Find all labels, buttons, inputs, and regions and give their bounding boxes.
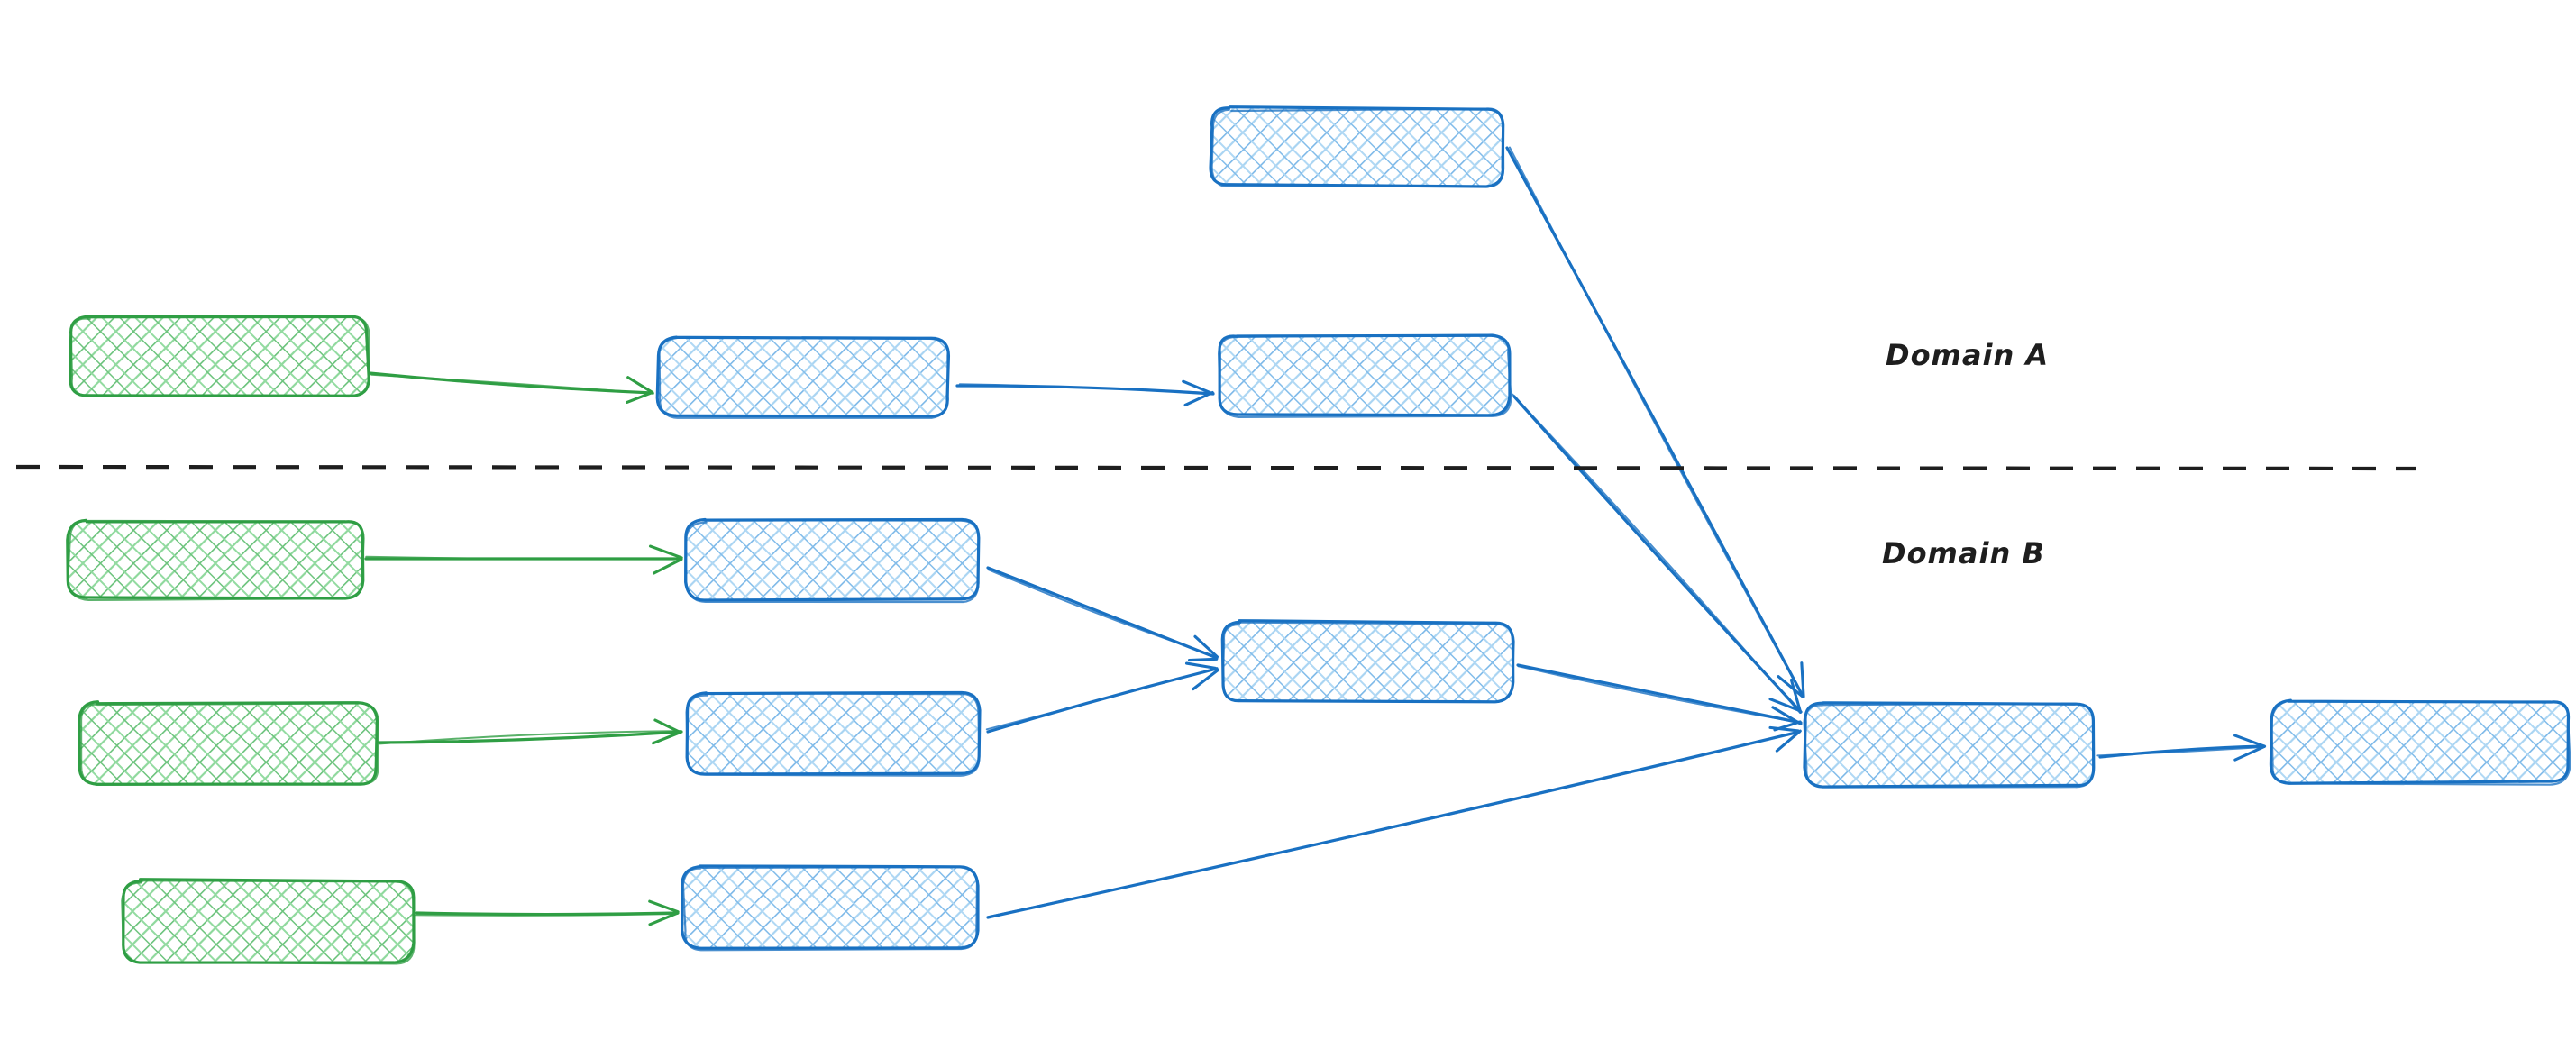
blue-node-box[interactable] xyxy=(1218,333,1512,418)
green-node-box[interactable] xyxy=(77,700,379,787)
connector-arrow[interactable] xyxy=(1512,393,1803,714)
connector-arrow[interactable] xyxy=(985,661,1220,734)
blue-node-box[interactable] xyxy=(685,690,982,777)
edges-layer xyxy=(364,146,2267,926)
connector-arrow[interactable] xyxy=(364,544,683,575)
blue-node-box[interactable] xyxy=(681,864,980,952)
connector-arrow[interactable] xyxy=(1505,146,1805,698)
connector-arrow[interactable] xyxy=(2096,734,2267,762)
blue-node-box[interactable] xyxy=(1803,701,2096,789)
connector-arrow[interactable] xyxy=(1516,663,1803,732)
blue-node-box[interactable] xyxy=(655,335,951,419)
domain-a-label: Domain A xyxy=(1886,338,2050,372)
domain-b-label: Domain B xyxy=(1882,536,2045,570)
connector-arrow[interactable] xyxy=(377,718,683,745)
blue-node-box[interactable] xyxy=(1209,105,1505,188)
connector-arrow[interactable] xyxy=(368,371,654,404)
connector-arrow[interactable] xyxy=(986,566,1219,662)
blue-node-box[interactable] xyxy=(1220,619,1515,704)
green-node-box[interactable] xyxy=(69,315,370,398)
domain-divider-line xyxy=(15,464,2416,471)
connector-arrow[interactable] xyxy=(986,725,1802,919)
connector-arrow[interactable] xyxy=(955,379,1215,407)
blue-node-box[interactable] xyxy=(2269,698,2571,786)
divider-layer xyxy=(15,464,2416,471)
connector-arrow[interactable] xyxy=(414,899,680,926)
blue-node-box[interactable] xyxy=(684,517,981,604)
green-node-box[interactable] xyxy=(121,878,416,965)
nodes-layer xyxy=(66,105,2571,965)
green-node-box[interactable] xyxy=(66,518,365,602)
